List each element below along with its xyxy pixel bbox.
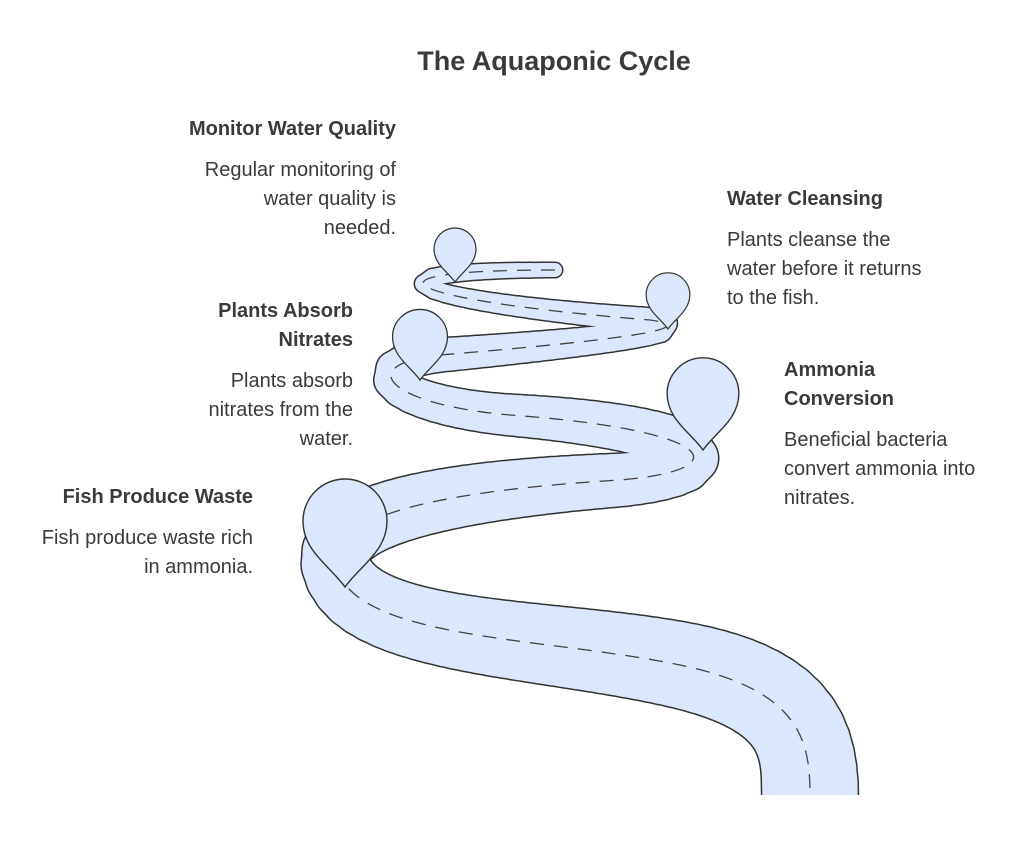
stage-description: Regular monitoring of water quality is n…	[204, 159, 396, 239]
stage-heading: Water Cleansing	[727, 188, 883, 210]
stage-description: Plants cleanse the water before it retur…	[727, 229, 922, 309]
pin-fish-produce-waste	[302, 478, 388, 589]
pin-monitor-water-quality	[433, 227, 477, 284]
pin-ammonia-conversion	[666, 357, 740, 452]
winding-road	[300, 261, 860, 795]
stage-water-cleansing: Water Cleansing Plants cleanse the water…	[727, 185, 942, 313]
pin-water-cleansing	[645, 272, 691, 331]
stage-description: Fish produce waste rich in ammonia.	[41, 527, 253, 578]
pin-plants-absorb-nitrates	[391, 308, 449, 382]
stage-heading: Plants Absorb Nitrates	[218, 300, 353, 351]
stage-heading: Ammonia Conversion	[784, 359, 895, 410]
stage-fish-produce-waste: Fish Produce Waste Fish produce waste ri…	[33, 483, 253, 582]
stage-ammonia-conversion: Ammonia Conversion Beneficial bacteria c…	[784, 356, 984, 513]
map-pin-icon	[391, 308, 449, 382]
diagram-title: The Aquaponic Cycle	[417, 46, 691, 76]
stage-description: Plants absorb nitrates from the water.	[208, 370, 353, 450]
map-pin-icon	[302, 478, 388, 589]
map-pin-icon	[433, 227, 477, 284]
stage-heading: Monitor Water Quality	[188, 118, 396, 140]
map-pin-icon	[645, 272, 691, 331]
road-center-line	[334, 269, 811, 795]
stage-monitor-water-quality: Monitor Water Quality Regular monitoring…	[186, 115, 396, 243]
stage-heading: Fish Produce Waste	[62, 486, 253, 508]
stage-plants-absorb-nitrates: Plants Absorb Nitrates Plants absorb nit…	[163, 297, 353, 454]
stage-description: Beneficial bacteria convert ammonia into…	[784, 429, 976, 509]
map-pin-icon	[666, 357, 740, 452]
